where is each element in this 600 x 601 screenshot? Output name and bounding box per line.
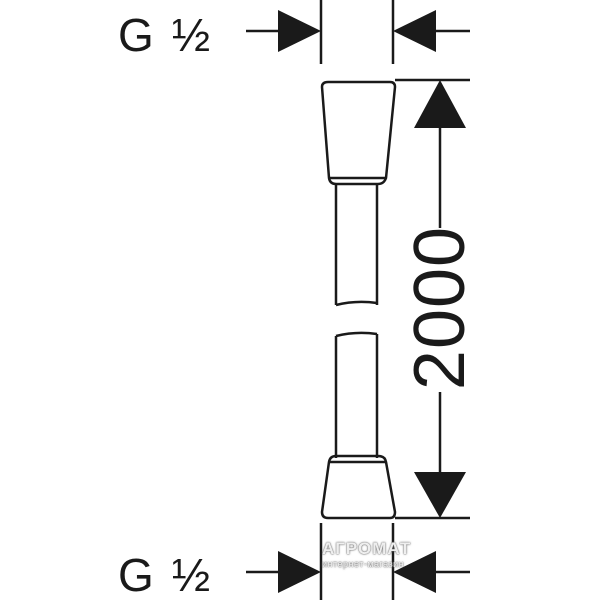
bottom-arrow-left-icon <box>393 551 436 593</box>
hose-break-lower <box>335 331 378 338</box>
hose-break-upper <box>335 300 378 307</box>
length-arrow-up-icon <box>414 80 466 128</box>
top-thread-letter: G <box>118 9 154 61</box>
bottom-fitting <box>320 454 397 520</box>
watermark: АГРОМАТ интернет-магазин <box>322 540 452 569</box>
top-arrow-right-icon <box>278 10 321 52</box>
length-dimension-value: 2000 <box>400 225 480 391</box>
top-arrow-left-icon <box>393 10 436 52</box>
watermark-brand: АГРОМАТ <box>322 539 412 558</box>
bottom-arrow-right-icon <box>278 551 321 593</box>
bottom-thread-size: ½ <box>171 549 211 601</box>
watermark-tagline: интернет-магазин <box>322 559 405 569</box>
bottom-thread-letter: G <box>118 549 154 601</box>
length-arrow-down-icon <box>414 472 466 518</box>
top-fitting <box>320 80 397 186</box>
top-thread-size: ½ <box>171 9 211 61</box>
